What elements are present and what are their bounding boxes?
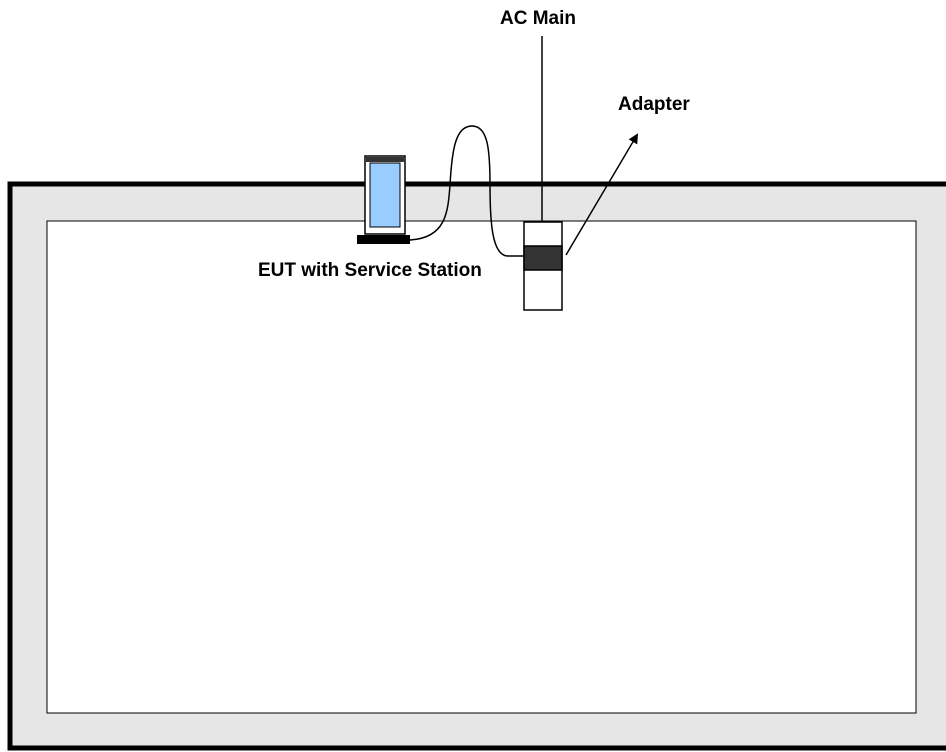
table-top-surface bbox=[46, 220, 917, 714]
eut-cable bbox=[409, 125, 524, 257]
eut-device bbox=[357, 155, 410, 244]
eut-phone-screen bbox=[369, 162, 401, 228]
adapter-arrow bbox=[565, 133, 639, 256]
ac-main-label: AC Main bbox=[500, 8, 576, 29]
eut-phone-top-bar bbox=[366, 157, 404, 162]
adapter-band bbox=[523, 245, 563, 271]
eut-label: EUT with Service Station bbox=[258, 260, 482, 281]
adapter-device bbox=[523, 221, 563, 311]
eut-station-base bbox=[357, 235, 410, 244]
adapter-label: Adapter bbox=[618, 94, 690, 115]
